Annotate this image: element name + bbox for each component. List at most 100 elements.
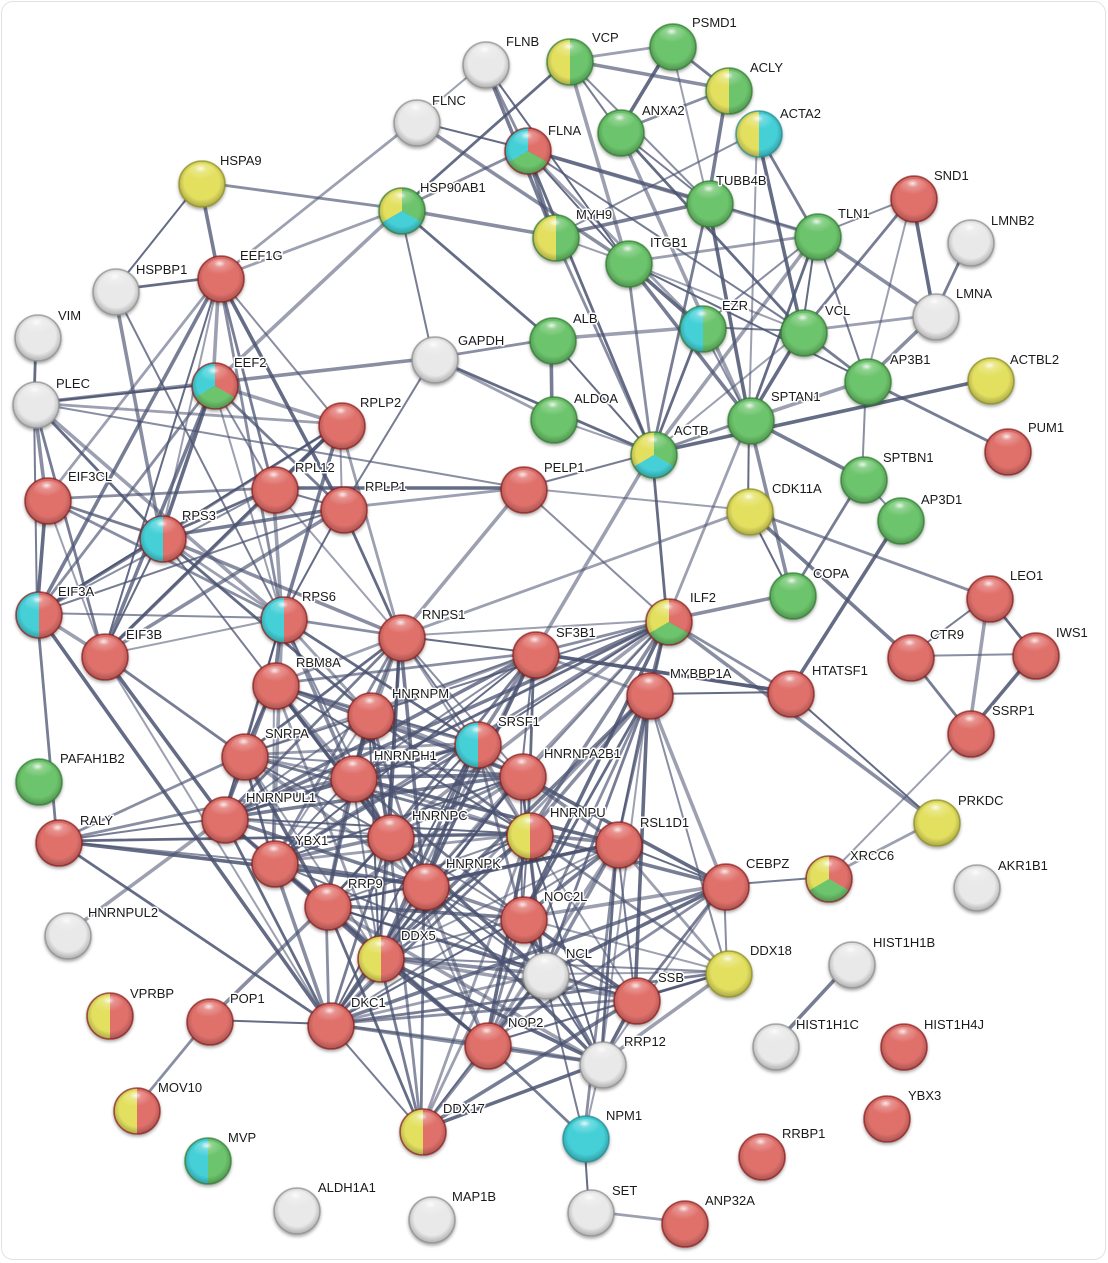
node-ybx3[interactable] xyxy=(863,1095,911,1143)
node-alb[interactable] xyxy=(529,317,577,365)
node-psmd1[interactable] xyxy=(649,23,697,71)
node-flna[interactable] xyxy=(504,127,552,175)
node-snrpa[interactable] xyxy=(221,733,269,781)
node-anxa2[interactable] xyxy=(597,109,645,157)
node-hsp90ab1[interactable] xyxy=(378,187,426,235)
node-rim xyxy=(767,670,815,718)
node-sptan1[interactable] xyxy=(727,397,775,445)
node-mov10[interactable] xyxy=(113,1087,161,1135)
node-xrcc6[interactable] xyxy=(805,855,853,903)
node-pelp1[interactable] xyxy=(500,466,548,514)
node-dkc1[interactable] xyxy=(307,1002,355,1050)
node-srsf1[interactable] xyxy=(454,721,502,769)
node-myh9[interactable] xyxy=(532,214,580,262)
node-ap3d1[interactable] xyxy=(877,497,925,545)
node-ddx5[interactable] xyxy=(357,935,405,983)
node-cdk11a[interactable] xyxy=(726,488,774,536)
node-rrp9[interactable] xyxy=(304,883,352,931)
node-hspbp1[interactable] xyxy=(92,268,140,316)
node-hnrnpa2b1[interactable] xyxy=(499,753,547,801)
node-pop1[interactable] xyxy=(186,998,234,1046)
node-akr1b1[interactable] xyxy=(953,864,1001,912)
node-rsl1d1[interactable] xyxy=(595,821,643,869)
node-raly[interactable] xyxy=(35,819,83,867)
node-gapdh[interactable] xyxy=(411,336,459,384)
node-ybx1[interactable] xyxy=(251,840,299,888)
node-nop2[interactable] xyxy=(464,1022,512,1070)
node-pum1[interactable] xyxy=(984,428,1032,476)
node-plec[interactable] xyxy=(12,381,60,429)
node-ssb[interactable] xyxy=(613,977,661,1025)
node-rim xyxy=(752,1023,800,1071)
node-rrbp1[interactable] xyxy=(738,1133,786,1181)
node-rps3[interactable] xyxy=(139,515,187,563)
node-ddx17[interactable] xyxy=(399,1108,447,1156)
node-ilf2[interactable] xyxy=(645,598,693,646)
node-htatsf1[interactable] xyxy=(767,670,815,718)
node-npm1[interactable] xyxy=(562,1115,610,1163)
node-leo1[interactable] xyxy=(966,575,1014,623)
node-hspa9[interactable] xyxy=(178,160,226,208)
node-mvp[interactable] xyxy=(184,1137,232,1185)
node-aldh1a1[interactable] xyxy=(273,1187,321,1235)
node-ctr9[interactable] xyxy=(887,634,935,682)
node-vcp[interactable] xyxy=(546,38,594,86)
node-ezr[interactable] xyxy=(679,305,727,353)
node-vcl[interactable] xyxy=(780,309,828,357)
node-hnrnpc[interactable] xyxy=(367,814,415,862)
node-copa[interactable] xyxy=(769,572,817,620)
node-rnps1[interactable] xyxy=(378,614,426,662)
node-ncl[interactable] xyxy=(522,952,570,1000)
node-vim[interactable] xyxy=(14,314,62,362)
node-hist1h1c[interactable] xyxy=(752,1023,800,1071)
node-flnb[interactable] xyxy=(462,41,510,89)
node-rrp12[interactable] xyxy=(579,1041,627,1089)
node-eif3cl[interactable] xyxy=(24,477,72,525)
node-rplp2[interactable] xyxy=(318,402,366,450)
node-eif3a[interactable] xyxy=(15,591,63,639)
node-acta2[interactable] xyxy=(735,110,783,158)
node-hnrnpm[interactable] xyxy=(347,692,395,740)
node-hnrnpul2[interactable] xyxy=(44,912,92,960)
node-rbm8a[interactable] xyxy=(252,662,300,710)
node-ddx18[interactable] xyxy=(705,950,753,998)
node-rim xyxy=(221,733,269,781)
node-hist1h4j[interactable] xyxy=(880,1023,928,1071)
node-snd1[interactable] xyxy=(890,175,938,223)
node-rpl12[interactable] xyxy=(251,466,299,514)
node-actb[interactable] xyxy=(630,431,678,479)
node-hnrnpul1[interactable] xyxy=(201,796,249,844)
node-eef2[interactable] xyxy=(191,362,239,410)
node-map1b[interactable] xyxy=(408,1196,456,1244)
node-rps6[interactable] xyxy=(260,596,308,644)
node-cebpz[interactable] xyxy=(702,863,750,911)
node-sptbn1[interactable] xyxy=(840,456,888,504)
node-actbl2[interactable] xyxy=(967,357,1015,405)
node-aldoa[interactable] xyxy=(530,396,578,444)
node-hist1h1b[interactable] xyxy=(828,941,876,989)
node-noc2l[interactable] xyxy=(500,896,548,944)
node-pafah1b2[interactable] xyxy=(15,758,63,806)
edge-tln1-actb xyxy=(650,233,818,455)
node-sf3b1[interactable] xyxy=(512,631,560,679)
edge-eef1g-rpl12 xyxy=(217,275,275,490)
node-rplp1[interactable] xyxy=(320,486,368,534)
node-lmnb2[interactable] xyxy=(947,219,995,267)
node-prkdc[interactable] xyxy=(913,799,961,847)
node-iws1[interactable] xyxy=(1012,632,1060,680)
node-ssrp1[interactable] xyxy=(947,710,995,758)
node-lmna[interactable] xyxy=(912,293,960,341)
node-tln1[interactable] xyxy=(794,213,842,261)
node-anp32a[interactable] xyxy=(661,1200,709,1248)
node-eif3b[interactable] xyxy=(81,633,129,681)
node-acly[interactable] xyxy=(705,67,753,115)
node-vprbp[interactable] xyxy=(86,992,134,1040)
node-ap3b1[interactable] xyxy=(844,358,892,406)
node-set[interactable] xyxy=(567,1189,615,1237)
node-hnrnpk[interactable] xyxy=(402,863,450,911)
node-eef1g[interactable] xyxy=(197,255,245,303)
node-mybbp1a[interactable] xyxy=(626,672,674,720)
node-hnrnph1[interactable] xyxy=(330,755,378,803)
node-itgb1[interactable] xyxy=(605,240,653,288)
node-hnrnpu[interactable] xyxy=(506,812,554,860)
